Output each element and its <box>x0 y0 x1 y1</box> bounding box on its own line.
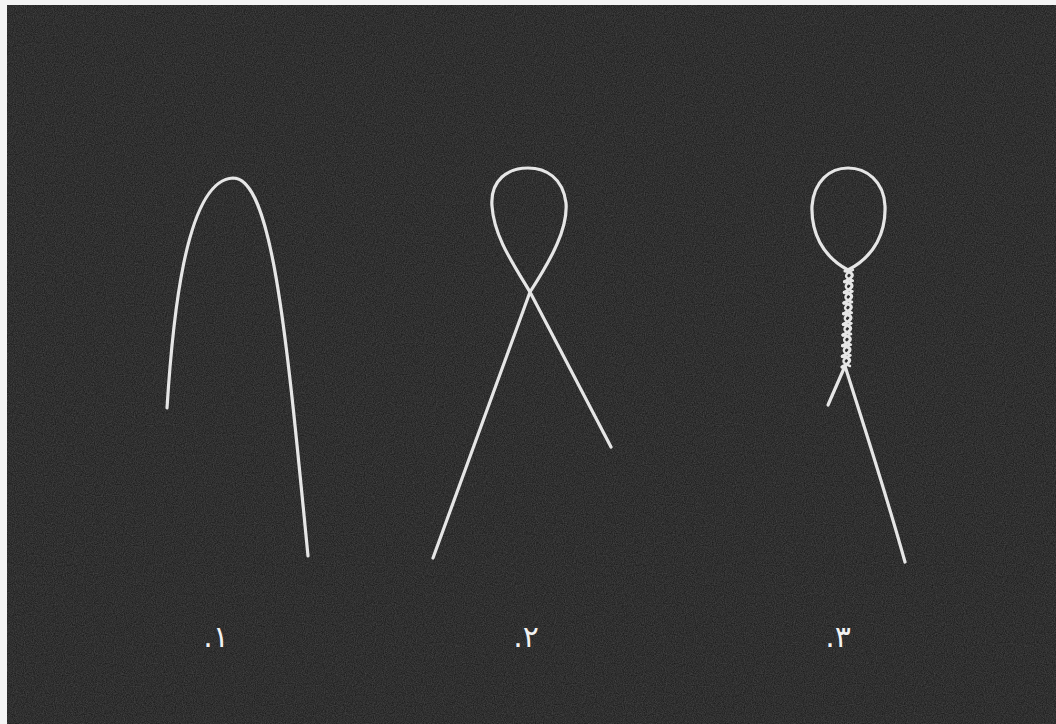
twist-turn <box>845 313 852 324</box>
black-ground <box>7 5 1056 724</box>
twisted-wire-loop <box>812 168 885 270</box>
twist-turn <box>846 281 853 292</box>
figure-number: ۲. <box>513 620 539 653</box>
twist-turn <box>844 323 851 334</box>
twist-turn <box>846 270 853 281</box>
wire-end-long <box>845 366 905 562</box>
twist-turn <box>844 334 851 345</box>
twist-turn <box>843 355 850 366</box>
twist-turn <box>845 302 852 313</box>
figure-number: ۳. <box>825 620 851 653</box>
twist-turn <box>845 291 852 302</box>
ground-grain <box>7 5 1056 724</box>
figure-number: ۱. <box>203 620 229 653</box>
wire-end-short <box>828 366 845 405</box>
bent-wire <box>167 178 308 556</box>
twist-turn <box>844 345 851 356</box>
crossed-wire-loop <box>433 168 611 558</box>
wire-twist <box>842 270 853 367</box>
